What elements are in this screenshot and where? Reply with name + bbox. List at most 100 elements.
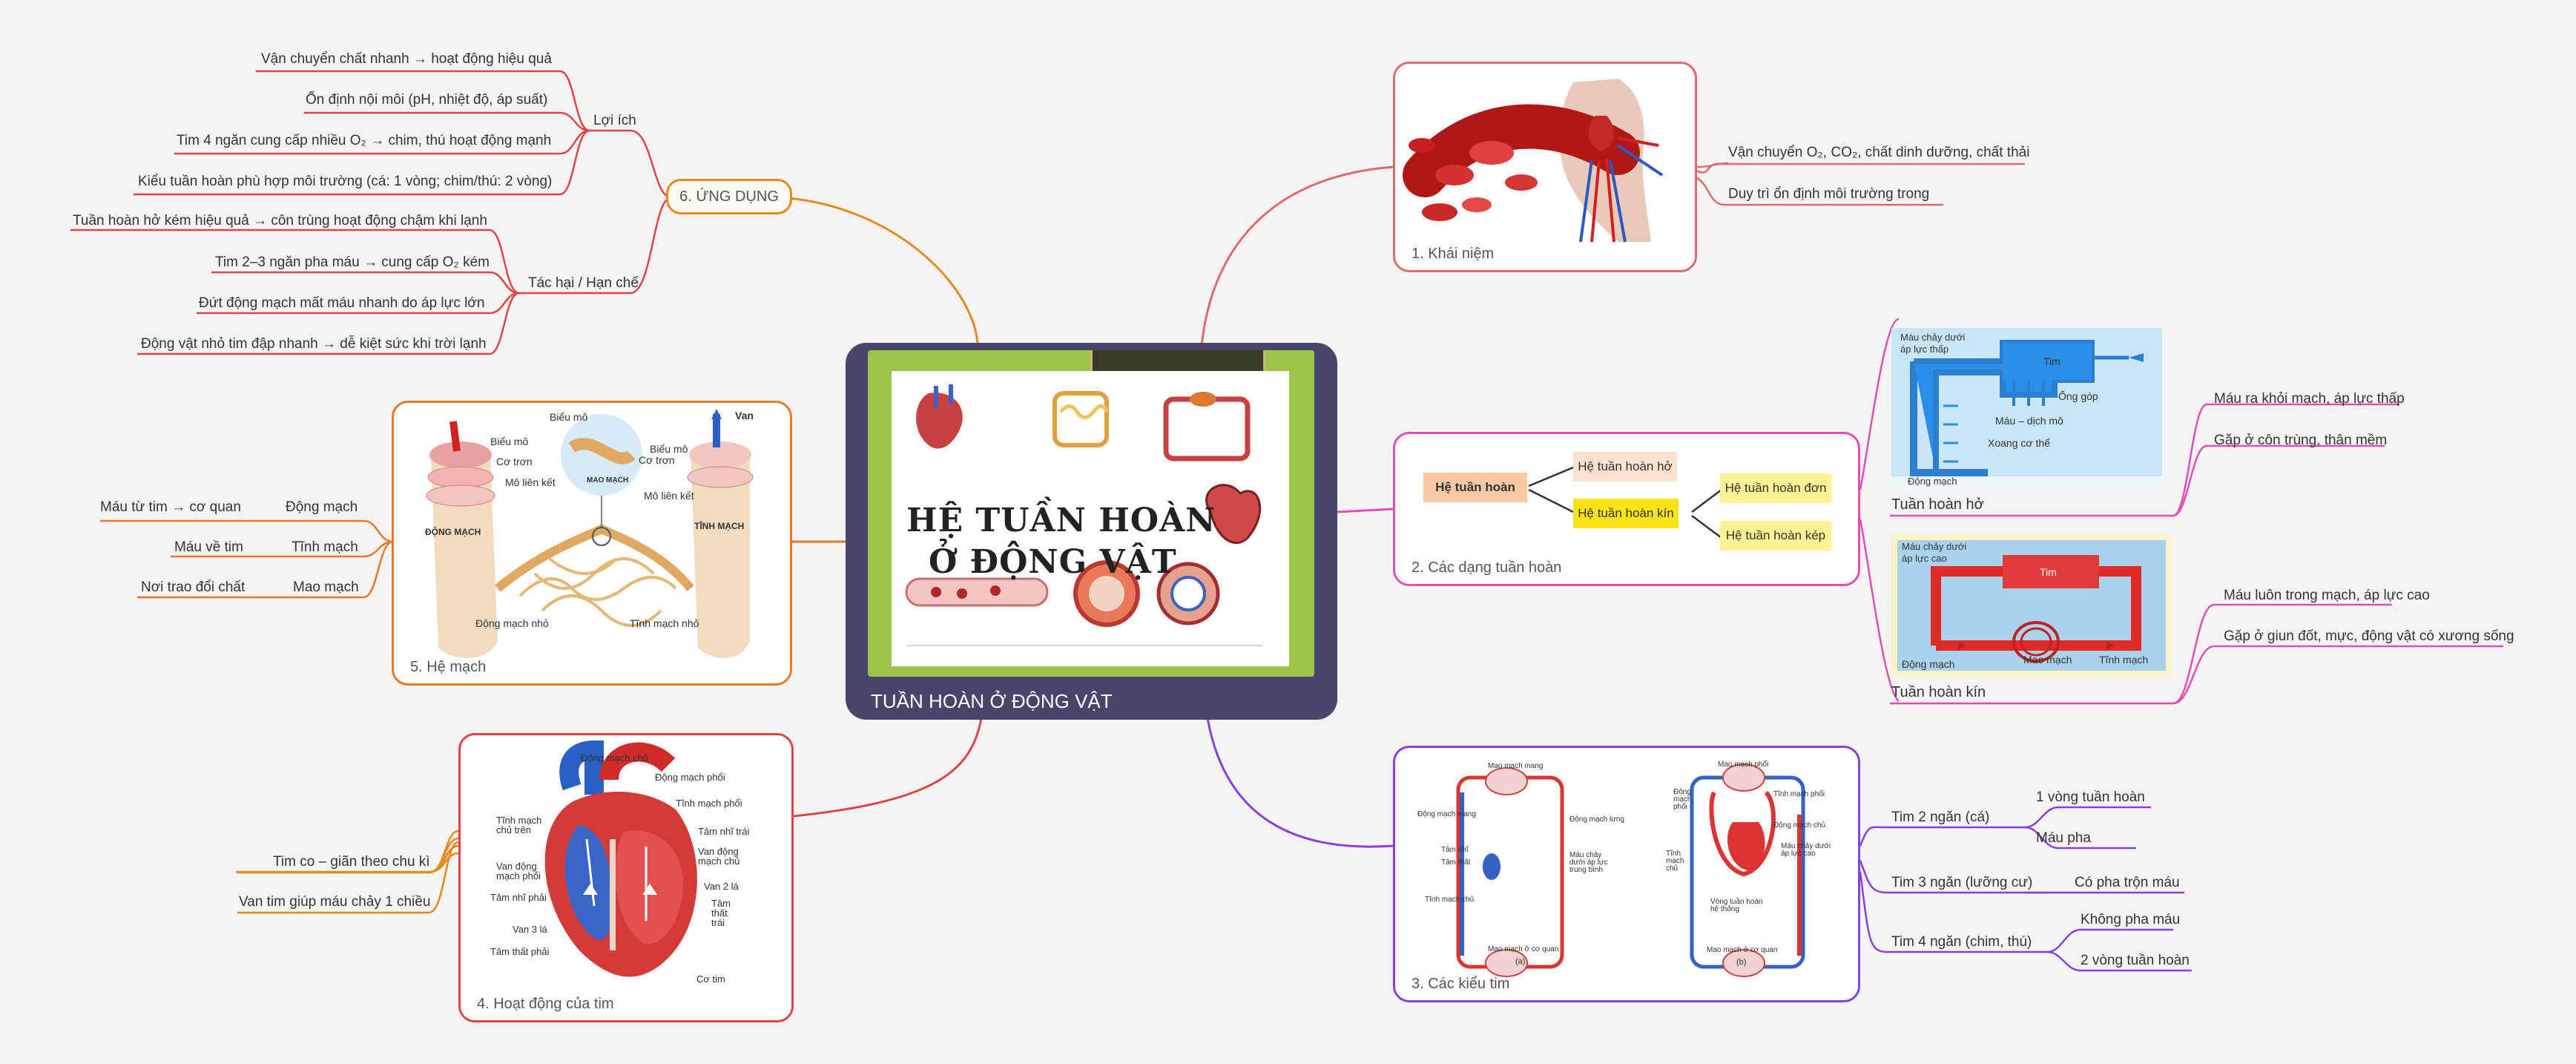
circulation-illustration [1403,79,1664,243]
central-title: TUẦN HOÀN Ở ĐỘNG VẬT [871,690,1113,712]
vessel-mm-title: MAO MẠCH [587,476,629,485]
leaf-ho-1[interactable]: Máu ra khỏi mạch, áp lực thấp [2214,391,2405,407]
tim-a5: Tâm thất [1441,858,1471,867]
vessel-dm-title: ĐỘNG MẠCH [425,527,481,537]
central-topic[interactable]: HỆ TUẦN HOÀN Ở ĐỘNG VẬT TUẦN HOÀN Ở ĐỘNG… [846,343,1337,720]
leaf-tim-2[interactable]: Van tim giúp máu chảy 1 chiều [239,894,431,910]
closed-img-label-2: áp lực cao [1902,553,1947,564]
label-tuan-hoan-kin[interactable]: Tuần hoàn kín [1891,684,1986,700]
label-mao-mach[interactable]: Mao mạch [293,579,359,595]
node-ung-dung[interactable]: 6. ỨNG DỤNG [666,179,792,214]
leaf-mao-mach[interactable]: Nơi trao đổi chất [141,579,246,595]
tim-a1: Mao mạch mang [1488,762,1544,770]
leaf-khai-niem-2[interactable]: Duy trì ổn định môi trường trong [1728,186,1930,202]
label-dong-mach[interactable]: Động mạch [286,499,358,515]
label-tim-3-ngan[interactable]: Tim 3 ngăn (lưỡng cư) [1891,875,2033,890]
leaf-kin-2[interactable]: Gặp ở giun đốt, mực, động vật có xương s… [2224,628,2514,644]
closed-img-label-1: Máu chảy dưới [1902,541,1967,552]
label-tim-2-ngan[interactable]: Tim 2 ngăn (cá) [1891,810,1990,825]
vessel-mo-lien-ket-right: Mô liên kết [644,490,694,502]
caption-he-mach: 5. Hệ mạch [410,659,487,675]
closed-img-mm: Mao mạch [2023,654,2072,666]
vessel-dm-nho: Động mạch nhỏ [475,617,549,629]
heart-anatomy-illustration [544,740,697,977]
vessel-bieu-mo-right: Biểu mô [650,443,688,455]
tim-b4: Tĩnh mạch chủ [1666,850,1684,873]
card-khai-niem[interactable]: 1. Khái niệm [1393,62,1697,272]
leaf-dong-mach[interactable]: Máu từ tim → cơ quan [100,499,241,515]
leaf-tim-2-ngan-1[interactable]: 1 vòng tuần hoàn [2036,789,2145,805]
open-img-heart: Tim [2043,355,2061,367]
leaf-tinh-mach[interactable]: Máu về tim [174,539,243,555]
label-tuan-hoan-ho[interactable]: Tuần hoàn hở [1891,496,1984,513]
diagram-double: Hệ tuần hoàn kép [1720,521,1831,551]
leaf-tac-hai-1[interactable]: Tuần hoàn hở kém hiệu quả → côn trùng ho… [73,213,487,229]
heart-label-co-tim: Cơ tim [696,973,725,985]
tim-b3: Tĩnh mạch phổi [1773,790,1825,798]
leaf-kin-1[interactable]: Máu luôn trong mạch, áp lực cao [2224,588,2430,603]
closed-img-dm: Động mạch [1902,658,1955,670]
leaf-tac-hai-2[interactable]: Tim 2–3 ngăn pha máu → cung cấp O₂ kém [215,254,490,270]
leaf-ho-2[interactable]: Gặp ở côn trùng, thân mềm [2214,433,2388,448]
card-cac-kieu-tim[interactable]: Mao mạch mang Động mạch mang Động mạch l… [1393,746,1860,1002]
tim-b5: Động mạch chủ [1773,821,1826,830]
tim-b1: Mao mạch phổi [1718,761,1769,769]
central-poster-image: HỆ TUẦN HOÀN Ở ĐỘNG VẬT [868,350,1314,677]
label-tim-4-ngan[interactable]: Tim 4 ngăn (chim, thú) [1891,934,2032,950]
vessel-bieu-mo-mid: Biểu mô [550,411,588,423]
heart-label-van-dm-phoi: Van động mạch phổi [496,861,541,881]
heart-label-dm-chu: Động mạch chủ [581,752,649,763]
closed-img-tm: Tĩnh mạch [2099,654,2149,666]
label-tinh-mach[interactable]: Tĩnh mạch [291,539,358,555]
heart-types-diagram [1456,763,1805,977]
blood-vessel-illustration [426,409,754,658]
card-cac-dang-tuan-hoan[interactable]: Hệ tuần hoàn Hệ tuần hoàn hở Hệ tuần hoà… [1393,432,1860,586]
label-loi-ich[interactable]: Lợi ích [593,113,636,128]
classification-arrows [1528,466,1722,539]
vessel-tm-nho: Tĩnh mạch nhỏ [630,617,699,629]
tim-a6: Máu chảy dưới áp lực trung bình [1569,851,1608,874]
heart-label-tm-chu-tren: Tĩnh mạch chủ trên [496,815,542,835]
tim-a2: Động mạch mang [1417,810,1476,818]
tim-b6: Máu chảy dưới áp lực cao [1781,842,1831,858]
diagram-open: Hệ tuần hoàn hở [1573,452,1677,482]
open-img-ong-gop: Ống góp [2058,390,2098,402]
heart-label-tm-phoi: Tĩnh mạch phổi [676,798,742,809]
leaf-tim-4-ngan-1[interactable]: Không pha máu [2081,912,2181,927]
card-hoat-dong-cua-tim[interactable]: Động mạch chủ Động mạch phổi Tĩnh mạch p… [458,733,794,1022]
open-img-xoang: Xoang cơ thể [1988,437,2050,449]
tim-a7: Tĩnh mạch chủ [1425,896,1475,904]
leaf-tim-4-ngan-2[interactable]: 2 vòng tuần hoàn [2081,953,2190,968]
vessel-van: Van [735,410,754,421]
diagram-single: Hệ tuần hoàn đơn [1720,473,1831,503]
open-img-label-1: Máu chảy dưới [1900,332,1966,343]
open-circulation-image[interactable]: Máu chảy dưới áp lực thấp Tim Ống góp Má… [1891,328,2162,490]
tim-b7: Vòng tuần hoàn hệ thống [1710,898,1763,913]
tim-a4: Tâm nhĩ [1441,846,1469,854]
leaf-loi-ich-1[interactable]: Vận chuyển chất nhanh → hoạt động hiệu q… [261,51,552,67]
leaf-khai-niem-1[interactable]: Vận chuyển O₂, CO₂, chất dinh dưỡng, chấ… [1728,145,2030,160]
heart-label-dm-phoi: Động mạch phổi [655,772,725,783]
diagram-closed: Hệ tuần hoàn kín [1573,499,1679,528]
closed-circulation-image[interactable]: Máu chảy dưới áp lực cao Tim Động mạch M… [1891,534,2172,677]
poster-title-line-2: Ở ĐỘNG VẬT [929,543,1177,581]
open-img-dm: Động mạch [1908,476,1957,487]
card-he-mach[interactable]: Biểu mô Cơ trơn Mô liên kết ĐỘNG MẠCH Bi… [392,401,792,686]
leaf-loi-ich-2[interactable]: Ổn định nội môi (pH, nhiệt độ, áp suất) [306,92,548,108]
caption-cac-kieu-tim: 3. Các kiểu tim [1411,976,1510,992]
leaf-loi-ich-4[interactable]: Kiểu tuần hoàn phù hợp môi trường (cá: 1… [138,174,553,189]
leaf-loi-ich-3[interactable]: Tim 4 ngăn cung cấp nhiều O₂ → chim, thú… [177,133,552,148]
tim-b8: Mao mạch ở cơ quan [1707,946,1778,954]
caption-hoat-dong-tim: 4. Hoạt động của tim [477,996,614,1012]
tim-a8: Mao mạch ở cơ quan [1488,945,1559,953]
closed-img-heart: Tim [2040,566,2057,578]
caption-khai-niem: 1. Khái niệm [1411,246,1495,262]
heart-label-van-dm-chu: Van động mạch chủ [698,846,740,867]
leaf-tim-1[interactable]: Tim co – giãn theo chu kì [273,854,430,870]
leaf-tim-3-ngan-1[interactable]: Có pha trộn máu [2075,875,2180,890]
leaf-tac-hai-4[interactable]: Động vật nhỏ tim đập nhanh → dễ kiệt sức… [141,336,487,352]
leaf-tim-2-ngan-2[interactable]: Máu pha [2036,830,2091,846]
label-tac-hai[interactable]: Tác hại / Hạn chế [528,275,639,291]
heart-label-tam-that-phai: Tâm thất phải [490,946,550,957]
leaf-tac-hai-3[interactable]: Đứt động mạch mất máu nhanh do áp lực lớ… [199,295,485,311]
